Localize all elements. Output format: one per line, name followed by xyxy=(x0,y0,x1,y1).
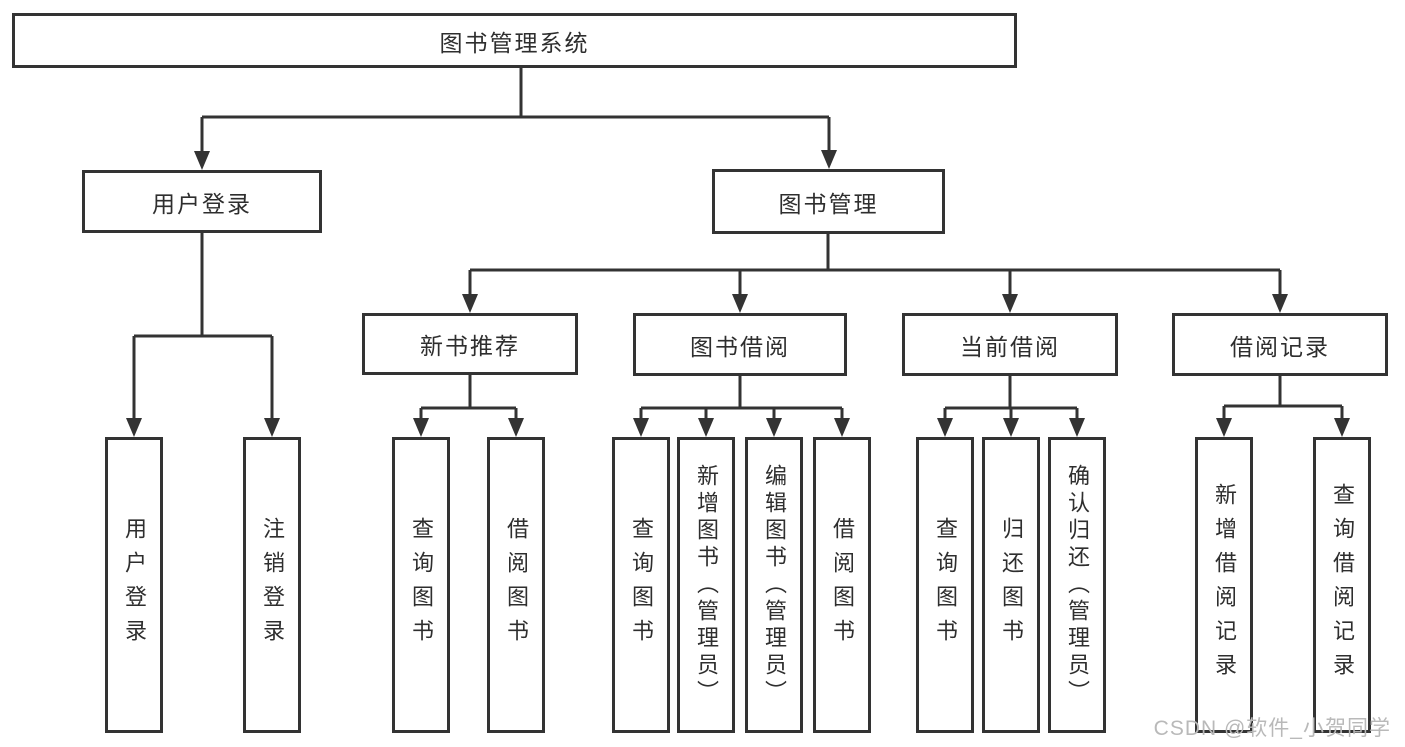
leaf-user-login: 用户登录 xyxy=(105,437,163,733)
node-root: 图书管理系统 xyxy=(12,13,1017,68)
leaf-current-query-books-label: 查询图书 xyxy=(933,517,958,653)
node-current-borrow-label: 当前借阅 xyxy=(960,333,1060,360)
leaf-edit-books-admin-label: 编辑图书（管理员） xyxy=(762,463,787,707)
connector-root-to-level2 xyxy=(200,68,831,153)
leaf-edit-books-admin: 编辑图书（管理员） xyxy=(745,437,803,733)
leaf-current-query-books: 查询图书 xyxy=(916,437,974,733)
leaf-return-books-label: 归还图书 xyxy=(999,517,1024,653)
connector-bookmgmt-to-level3 xyxy=(468,234,1282,296)
leaf-query-borrow-record: 查询借阅记录 xyxy=(1313,437,1371,733)
leaf-confirm-return-admin: 确认归还（管理员） xyxy=(1048,437,1106,733)
node-borrow-record-label: 借阅记录 xyxy=(1230,333,1330,360)
leaf-logout: 注销登录 xyxy=(243,437,301,733)
arrowheads xyxy=(126,150,1350,437)
node-user-login-label: 用户登录 xyxy=(152,190,252,217)
node-book-management: 图书管理 xyxy=(712,169,945,234)
leaf-borrow-query-books-label: 查询图书 xyxy=(629,517,654,653)
connector-bookborrow-to-leaves xyxy=(639,375,844,420)
connector-newbookrec-to-leaves xyxy=(419,375,518,420)
node-new-book-recommend-label: 新书推荐 xyxy=(420,333,520,359)
node-current-borrow: 当前借阅 xyxy=(902,313,1118,376)
node-new-book-recommend: 新书推荐 xyxy=(362,313,578,375)
leaf-confirm-return-admin-label: 确认归还（管理员） xyxy=(1065,463,1090,707)
leaf-recommend-query-books-label: 查询图书 xyxy=(409,517,434,653)
leaf-query-borrow-record-label: 查询借阅记录 xyxy=(1330,483,1355,687)
node-book-borrow-label: 图书借阅 xyxy=(690,333,790,360)
leaf-borrow-query-books: 查询图书 xyxy=(612,437,670,733)
leaf-recommend-borrow-books-label: 借阅图书 xyxy=(504,517,529,653)
leaf-add-borrow-record: 新增借阅记录 xyxy=(1195,437,1253,733)
leaf-recommend-query-books: 查询图书 xyxy=(392,437,450,733)
node-book-management-label: 图书管理 xyxy=(778,190,879,217)
node-book-borrow: 图书借阅 xyxy=(633,313,847,376)
connector-borrowrecord-to-leaves xyxy=(1222,375,1344,420)
connector-currentborrow-to-leaves xyxy=(943,375,1079,420)
leaf-borrow-books-label: 借阅图书 xyxy=(830,517,855,653)
leaf-add-books-admin: 新增图书（管理员） xyxy=(677,437,735,733)
leaf-return-books: 归还图书 xyxy=(982,437,1040,733)
leaf-logout-label: 注销登录 xyxy=(260,517,285,653)
leaf-user-login-label: 用户登录 xyxy=(122,517,147,653)
leaf-add-borrow-record-label: 新增借阅记录 xyxy=(1212,483,1237,687)
leaf-recommend-borrow-books: 借阅图书 xyxy=(487,437,545,733)
connector-userlogin-to-leaves xyxy=(132,233,274,420)
leaf-add-books-admin-label: 新增图书（管理员） xyxy=(694,463,719,707)
node-root-label: 图书管理系统 xyxy=(439,29,590,56)
csdn-watermark: CSDN @软件_小贺同学 xyxy=(1153,717,1391,740)
leaf-borrow-books: 借阅图书 xyxy=(813,437,871,733)
node-user-login: 用户登录 xyxy=(82,170,322,233)
node-borrow-record: 借阅记录 xyxy=(1172,313,1388,376)
